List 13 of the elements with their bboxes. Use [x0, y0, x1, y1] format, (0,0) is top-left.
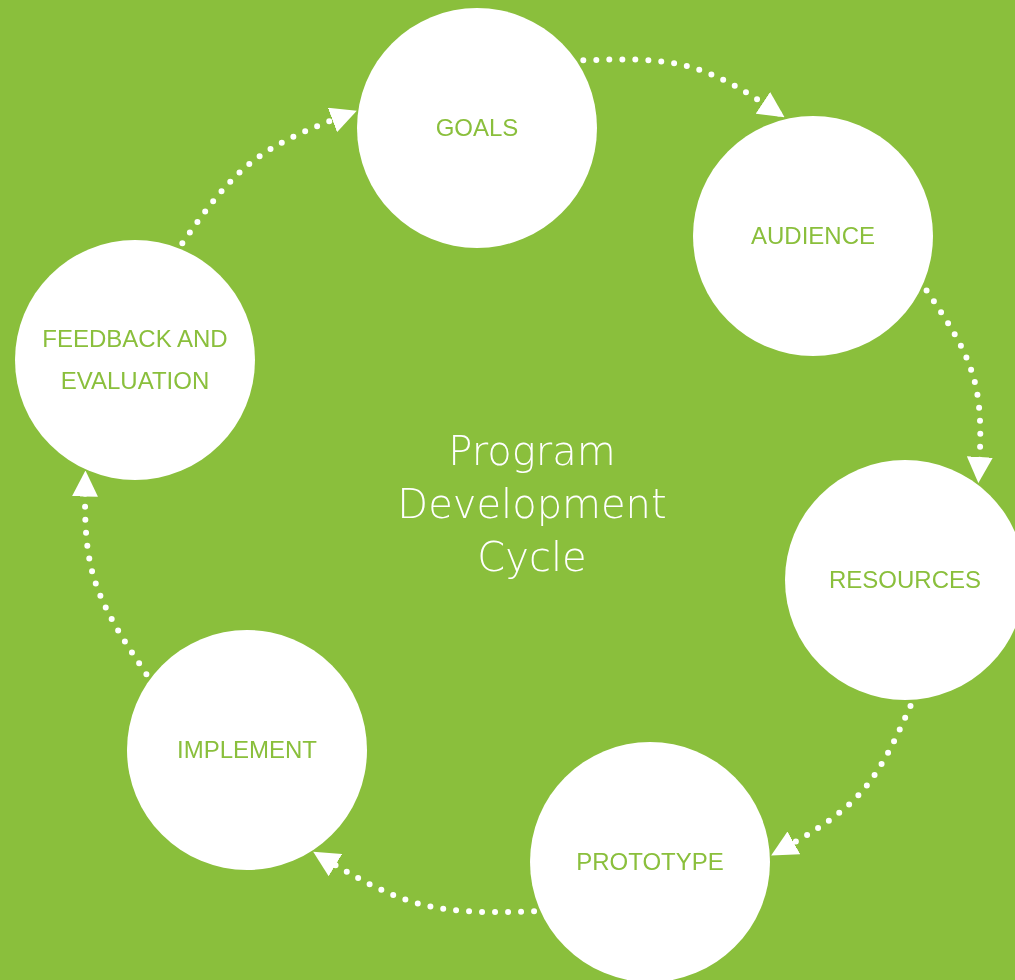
dotted-arrow	[771, 702, 914, 856]
stage-label: IMPLEMENT	[177, 735, 317, 765]
cycle-title: Program Development Cycle	[396, 427, 668, 582]
stage-label: FEEDBACK AND EVALUATION	[41, 324, 229, 396]
stage-label: PROTOTYPE	[576, 847, 724, 877]
dotted-arrow	[923, 287, 993, 483]
stage-label: AUDIENCE	[751, 221, 875, 251]
stage-label: RESOURCES	[829, 565, 981, 595]
dotted-arrow	[72, 470, 150, 678]
stage-label: GOALS	[435, 113, 519, 143]
dotted-arrow	[179, 107, 357, 247]
dotted-arrow	[580, 56, 785, 118]
dotted-arrow	[313, 851, 538, 916]
